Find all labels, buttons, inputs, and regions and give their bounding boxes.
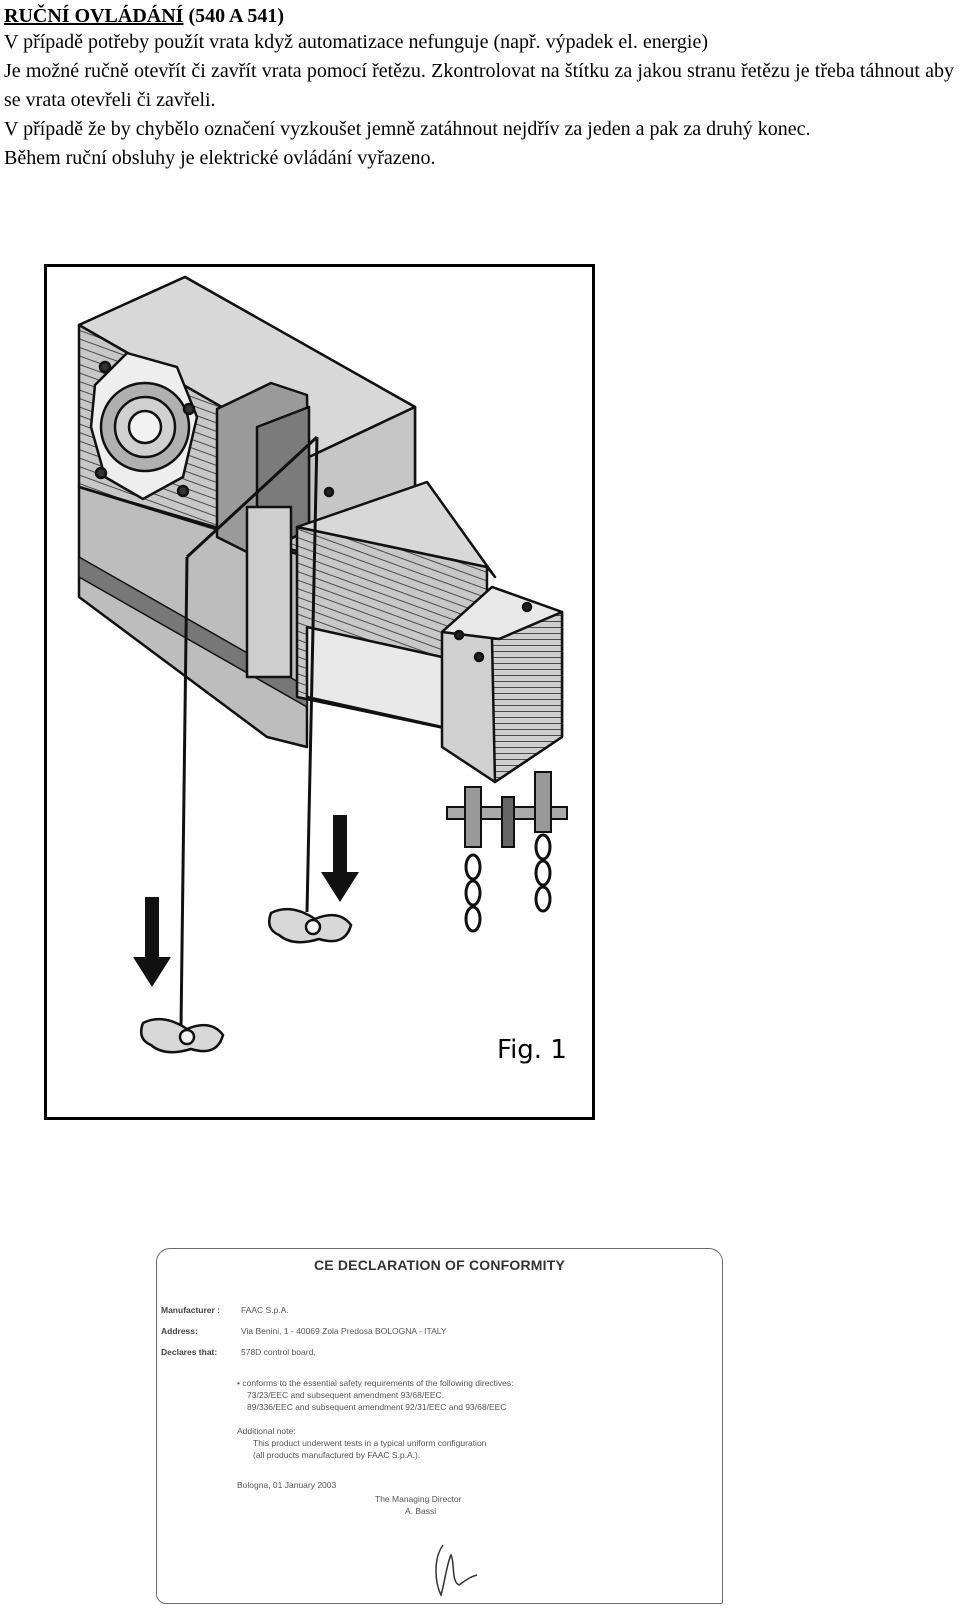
limit-switch-assembly (446, 771, 568, 933)
signature-icon (435, 1544, 478, 1598)
place-date: Bologna, 01 January 2003 (237, 1480, 337, 1490)
paragraph-1: V případě potřeby použít vrata když auto… (4, 31, 708, 53)
document-title: RUČNÍ OVLÁDÁNÍ (540 A 541) (4, 4, 954, 28)
declares-value: 578D control board, (241, 1347, 316, 1357)
terminal-box (440, 585, 564, 784)
paragraph-3: V případě že by chybělo označení vyzkouš… (4, 118, 811, 140)
conforms-line: • conforms to the essential safety requi… (237, 1378, 514, 1388)
document-text: RUČNÍ OVLÁDÁNÍ (540 A 541) V případě pot… (4, 4, 954, 173)
declares-label: Declares that: (161, 1347, 218, 1357)
manufacturer-value: FAAC S.p.A. (241, 1305, 289, 1315)
directive-2: 89/336/EEC and subsequent amendment 92/3… (247, 1402, 507, 1412)
hand-chain (179, 435, 319, 1028)
note-line-1: This product underwent tests in a typica… (253, 1438, 487, 1448)
director-block: The Managing Director A. Bassi (375, 1493, 461, 1517)
title-main: RUČNÍ OVLÁDÁNÍ (4, 5, 184, 27)
gear-motor-illustration (77, 275, 568, 1054)
address-label: Address: (161, 1326, 198, 1336)
paragraph-4: Během ruční obsluhy je elektrické ovládá… (4, 147, 436, 169)
director-title: The Managing Director (375, 1494, 462, 1504)
title-models: (540 A 541) (188, 5, 285, 27)
director-name: A. Bassi (405, 1506, 437, 1516)
ce-declaration-certificate: CE DECLARATION OF CONFORMITY Manufacture… (156, 1248, 723, 1604)
down-arrow-icon (133, 815, 359, 987)
address-value: Via Benini, 1 - 40069 Zola Predosa BOLOG… (241, 1326, 447, 1336)
chain-housing (215, 381, 335, 679)
directives-block: • conforms to the essential safety requi… (237, 1377, 514, 1413)
chain-handle-icon (140, 907, 353, 1054)
certificate-heading: CE DECLARATION OF CONFORMITY (313, 1257, 566, 1273)
figure-label: Fig. 1 (497, 1035, 567, 1065)
directive-1: 73/23/EEC and subsequent amendment 93/68… (247, 1390, 445, 1400)
additional-note-block: Additional note: This product underwent … (237, 1425, 486, 1461)
manufacturer-label: Manufacturer : (161, 1305, 221, 1315)
additional-note-label: Additional note: (237, 1426, 296, 1436)
figure-1: Fig. 1 (44, 264, 595, 1120)
output-flange (89, 351, 199, 501)
note-line-2: (all products manufactured by FAAC S.p.A… (253, 1450, 421, 1460)
paragraph-2: Je možné ručně otevřít či zavřít vrata p… (4, 60, 954, 111)
